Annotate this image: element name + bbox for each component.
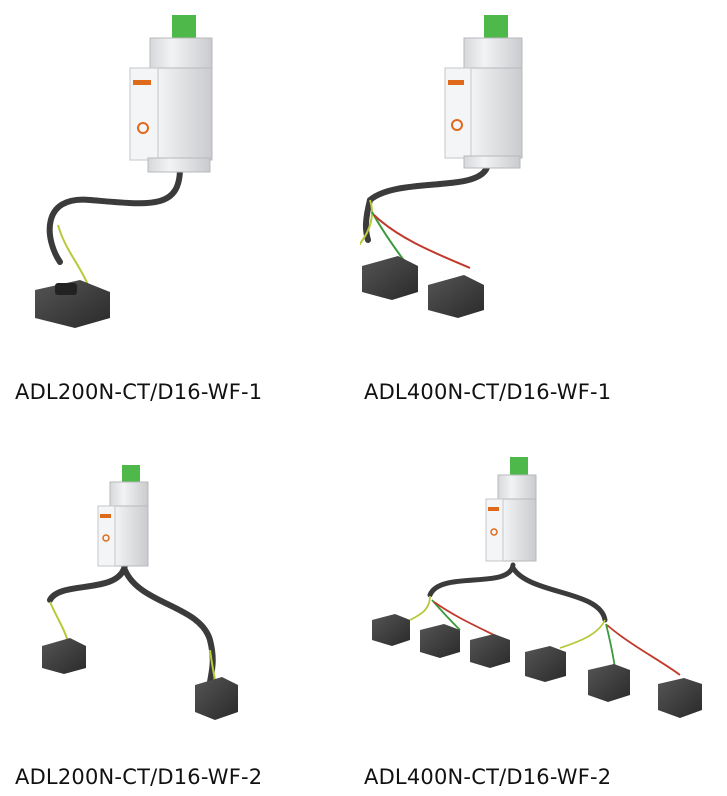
- ct-sensor: [470, 634, 510, 668]
- product-image-adl400n-wf1: [360, 15, 523, 318]
- ct-sensor: [35, 280, 110, 328]
- ct-sensor: [428, 275, 484, 318]
- ct-sensor: [658, 678, 702, 718]
- product-model-label: ADL400N-CT/D16-WF-1: [364, 380, 612, 404]
- ct-sensor: [372, 614, 410, 646]
- meter-device: [485, 457, 537, 562]
- ct-sensor: [195, 677, 238, 720]
- meter-device: [129, 15, 213, 173]
- product-image-adl200n-wf1: [35, 15, 213, 328]
- meter-device: [97, 465, 149, 567]
- ct-sensor: [420, 624, 460, 658]
- product-card-4: ADL400N-CT/D16-WF-2: [360, 420, 727, 796]
- product-model-label: ADL200N-CT/D16-WF-1: [15, 380, 263, 404]
- meter-device: [444, 15, 523, 169]
- product-image-adl400n-wf2: [372, 457, 702, 718]
- product-image-adl200n-wf2: [42, 465, 238, 720]
- product-card-3: ADL200N-CT/D16-WF-2: [0, 420, 360, 796]
- ct-sensor: [525, 646, 566, 682]
- product-model-label: ADL200N-CT/D16-WF-2: [15, 765, 263, 789]
- product-model-label: ADL400N-CT/D16-WF-2: [364, 765, 612, 789]
- ct-sensor: [362, 256, 418, 300]
- ct-sensor: [42, 638, 86, 674]
- product-card-2: ADL400N-CT/D16-WF-1: [360, 0, 727, 420]
- product-card-1: ADL200N-CT/D16-WF-1: [0, 0, 360, 420]
- ct-sensor: [588, 664, 630, 702]
